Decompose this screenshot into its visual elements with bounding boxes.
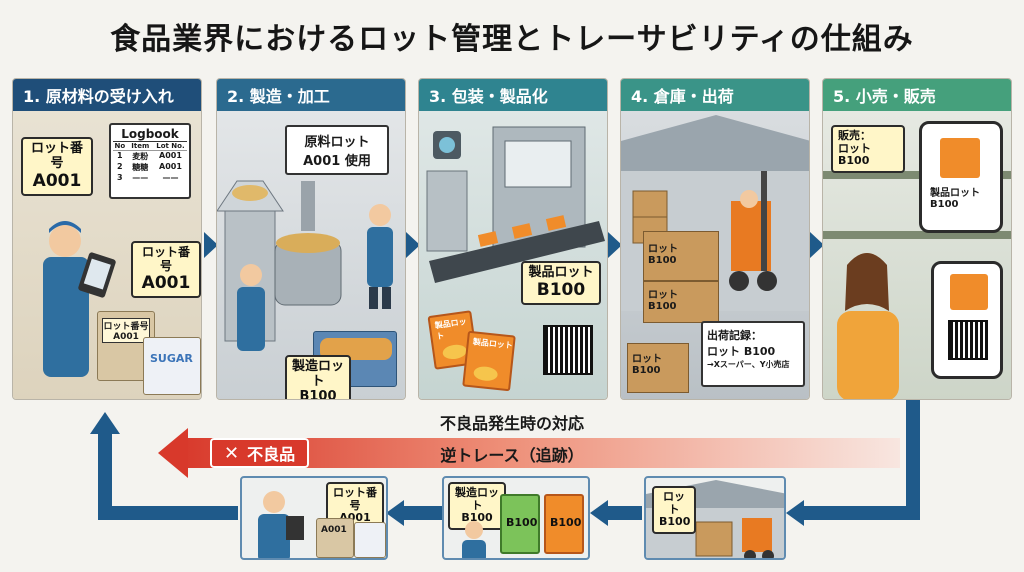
return-flow-line — [402, 506, 442, 520]
qr-code-icon — [948, 320, 988, 360]
worker-icon — [367, 204, 393, 309]
flow-arrow-icon — [608, 232, 622, 258]
lot-tag-secondary: ロット番号 A001 — [131, 241, 201, 299]
shipping-box: ロット B100 — [643, 281, 719, 323]
customer-icon — [837, 253, 899, 399]
qr-code-icon — [543, 325, 593, 375]
stage-heading: 2. 製造・加工 — [217, 79, 405, 111]
manufacturing-lot-tag: 製造ロット B100 — [285, 355, 351, 399]
packaging-machine-icon — [426, 126, 605, 283]
stage-manufacturing: 2. 製造・加工 原料ロット A001 使用 — [216, 78, 406, 400]
return-flow-line — [804, 506, 920, 520]
worker-with-tablet-icon — [43, 221, 116, 377]
logbook-row: 3 —— —— — [117, 173, 179, 182]
stage-raw-material: 1. 原材料の受け入れ ロット番号 A001 Logbook No Item L… — [12, 78, 202, 400]
stage-warehouse: 4. 倉庫・出荷 ロット B100 ロット B100 出荷記録： ロット B10… — [620, 78, 810, 400]
reverse-arrow-icon — [158, 428, 188, 478]
stage-heading: 3. 包装・製品化 — [419, 79, 607, 111]
stage-retail: 5. 小売・販売 販売： ロット B100 製品ロット B100 — [822, 78, 1012, 400]
logbook-row: 2 糖糖 A001 — [117, 162, 182, 172]
logbook-row: 1 麦粉 A001 — [117, 151, 182, 161]
product-bag-icon: 製品ロット — [462, 330, 516, 392]
flow-arrow-icon — [810, 232, 824, 258]
shipping-box: ロット B100 — [643, 231, 719, 281]
raw-lot-board: 原料ロット A001 使用 — [285, 125, 389, 175]
defect-badge: ✕ 不良品 — [210, 438, 310, 468]
manufacturing-lot-tag: 製造ロット B100 — [448, 482, 506, 530]
product-bag-icon: B100 — [544, 494, 584, 554]
product-bag-icon: B100 — [500, 494, 540, 554]
logbook-header-row: No Item Lot No. — [113, 142, 187, 151]
lot-tag: ロット番号 A001 — [21, 137, 93, 197]
worker-icon — [462, 521, 486, 558]
product-lot-tag: 製品ロット B100 — [521, 261, 601, 306]
shipping-record-board: 出荷記録： ロット B100 →Xスーパー、Y小売店 — [701, 321, 805, 387]
page-title: 食品業界におけるロット管理とトレーサビリティの仕組み — [110, 22, 914, 57]
return-flow-line — [98, 506, 238, 520]
defect-response-caption: 不良品発生時の対応 — [439, 414, 584, 433]
flow-arrow-up-icon — [90, 412, 120, 434]
stage-packaging: 3. 包装・製品化 製品ロット B100 製品ロット 製品ロット — [418, 78, 608, 400]
flow-arrow-left-icon — [786, 500, 804, 526]
flow-arrow-icon — [204, 232, 218, 258]
lot-tag: ロット B100 — [652, 486, 696, 534]
stage-heading: 1. 原材料の受け入れ — [13, 79, 201, 111]
trace-panel-packaging: 製造ロット B100 B100 B100 — [442, 476, 590, 560]
handheld-phone — [931, 261, 1003, 379]
logbook: Logbook No Item Lot No. 1 麦粉 A001 2 糖糖 A… — [109, 123, 191, 199]
sugar-sack — [354, 522, 386, 558]
worker-with-tablet-icon — [258, 491, 304, 558]
worker-icon — [237, 264, 265, 351]
return-flow-line — [906, 400, 920, 518]
flow-arrow-icon — [406, 232, 420, 258]
cross-icon: ✕ — [224, 442, 240, 464]
flow-arrow-left-icon — [386, 500, 404, 526]
sales-lot-tag: 販売： ロット B100 — [831, 125, 905, 173]
flow-arrow-left-icon — [590, 500, 608, 526]
sugar-sack: SUGAR — [143, 337, 201, 395]
stage-heading: 4. 倉庫・出荷 — [621, 79, 809, 111]
smartphone-display: 製品ロット B100 — [919, 121, 1003, 233]
return-flow-line — [98, 432, 112, 520]
return-flow-line — [606, 506, 642, 520]
shipping-box: ロット B100 — [627, 343, 689, 393]
flour-sack: A001 — [316, 518, 354, 558]
stage-heading: 5. 小売・販売 — [823, 79, 1011, 111]
trace-panel-raw-material: ロット番号 A001 A001 — [240, 476, 388, 560]
reverse-trace-caption: 逆トレース（追跡） — [440, 446, 584, 465]
trace-panel-warehouse: ロット B100 — [644, 476, 786, 560]
